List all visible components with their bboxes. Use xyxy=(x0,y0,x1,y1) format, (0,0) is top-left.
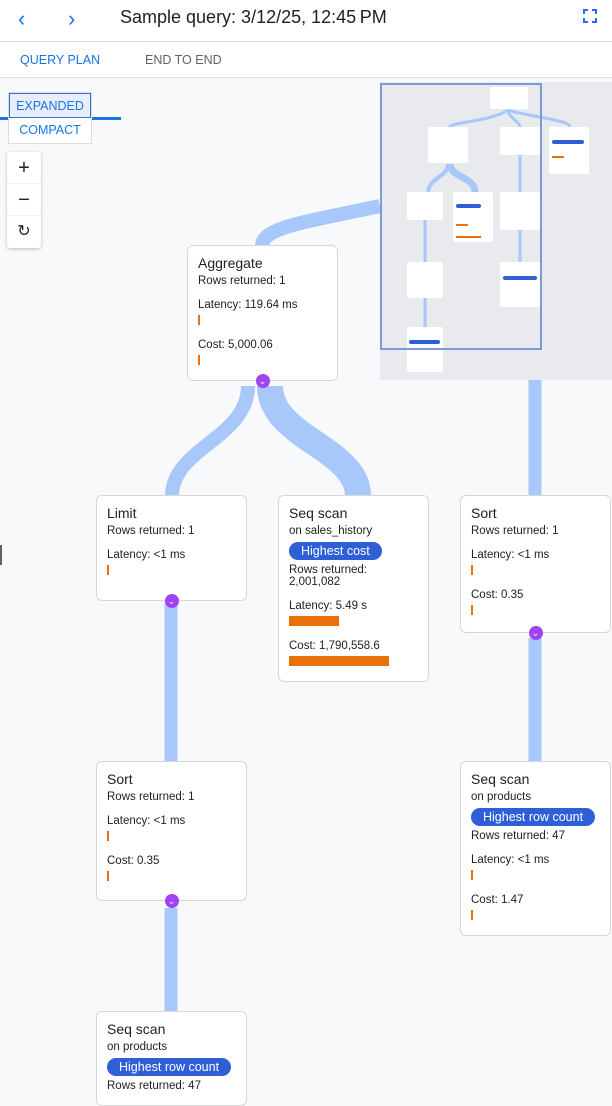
node-title: Limit xyxy=(107,505,137,521)
node-title: Seq scan xyxy=(289,505,348,521)
scroll-handle[interactable] xyxy=(0,545,2,565)
minimap-node xyxy=(549,127,589,174)
minimap-node xyxy=(407,262,443,298)
expand-chevron-icon[interactable]: ⌄ xyxy=(528,626,543,640)
node-rows-returned: Rows returned: 2,001,082 xyxy=(289,564,367,588)
reset-zoom-button[interactable]: ↻ xyxy=(17,223,31,240)
latency-bar xyxy=(471,870,473,880)
fullscreen-icon[interactable] xyxy=(583,9,597,23)
node-latency: Latency: <1 ms xyxy=(471,549,550,561)
minimap-node xyxy=(428,127,468,163)
minimap-node xyxy=(500,192,540,230)
tab-bar: QUERY PLAN END TO END xyxy=(0,42,612,120)
node-title: Seq scan xyxy=(107,1021,166,1037)
node-table: on products xyxy=(107,1041,168,1053)
node-badge: Highest row count xyxy=(471,808,596,826)
node-latency: Latency: <1 ms xyxy=(107,549,186,561)
minimap-node xyxy=(500,262,540,307)
plan-edges xyxy=(164,199,542,1012)
expand-chevron-icon[interactable]: ⌄ xyxy=(255,374,270,388)
cost-bar xyxy=(289,656,389,666)
expand-chevron-icon[interactable]: ⌄ xyxy=(164,894,179,908)
node-title: Sort xyxy=(107,771,133,787)
node-rows-returned: Rows returned: 47 xyxy=(471,830,565,842)
node-table: on sales_history xyxy=(289,525,373,537)
node-title: Sort xyxy=(471,505,497,521)
minimap-node xyxy=(407,192,443,220)
node-badge: Highest cost xyxy=(289,542,382,560)
node-title: Aggregate xyxy=(198,255,263,271)
edge-root-aggregate xyxy=(255,199,382,248)
cost-bar xyxy=(471,605,473,615)
chevron-left-icon[interactable]: ‹ xyxy=(18,6,26,31)
cost-bar xyxy=(471,910,473,920)
node-rows-returned: Rows returned: 1 xyxy=(107,791,195,803)
node-cost: Cost: 5,000.06 xyxy=(198,339,273,351)
node-table: on products xyxy=(471,791,532,803)
node-rows-returned: Rows returned: 1 xyxy=(198,275,286,287)
node-rows-returned: Rows returned: 1 xyxy=(471,525,559,537)
node-rows-returned: Rows returned: 1 xyxy=(107,525,195,537)
expand-chevron-icon[interactable]: ⌄ xyxy=(164,594,179,608)
node-cost: Cost: 1,790,558.6 xyxy=(289,640,380,652)
latency-bar xyxy=(471,565,473,575)
chevron-right-icon[interactable]: › xyxy=(68,6,76,31)
view-toggle: EXPANDED COMPACT xyxy=(8,92,92,144)
minimap-node xyxy=(500,127,540,155)
latency-bar xyxy=(107,565,109,575)
minimap-viewport[interactable] xyxy=(380,83,542,350)
node-latency: Latency: 5.49 s xyxy=(289,600,367,612)
node-latency: Latency: <1 ms xyxy=(107,815,186,827)
edge-aggregate-seqscan xyxy=(257,384,371,498)
minimap-node xyxy=(490,87,528,109)
zoom-in-button[interactable]: + xyxy=(7,152,41,184)
tab-query-plan[interactable]: QUERY PLAN xyxy=(20,53,101,67)
node-badge: Highest row count xyxy=(107,1058,232,1076)
node-latency: Latency: 119.64 ms xyxy=(198,299,298,311)
node-title: Seq scan xyxy=(471,771,530,787)
zoom-controls: + − ↻ xyxy=(7,152,41,248)
minimap-graph xyxy=(407,87,589,372)
edge-aggregate-limit xyxy=(165,385,255,497)
tab-end-to-end[interactable]: END TO END xyxy=(145,53,222,67)
header: ‹ › Sample query: 3/12/25, 12:45 PM xyxy=(0,0,612,42)
latency-bar xyxy=(289,616,339,626)
node-cost: Cost: 1.47 xyxy=(471,894,524,906)
query-plan-canvas[interactable] xyxy=(0,78,612,1103)
node-cost: Cost: 0.35 xyxy=(471,589,524,601)
latency-bar xyxy=(107,831,109,841)
node-latency: Latency: <1 ms xyxy=(471,854,550,866)
page-title: Sample query: 3/12/25, 12:45 PM xyxy=(120,7,387,27)
cost-bar xyxy=(107,871,109,881)
cost-bar xyxy=(198,355,200,365)
node-cost: Cost: 0.35 xyxy=(107,855,160,867)
zoom-out-button[interactable]: − xyxy=(7,184,41,216)
node-rows-returned: Rows returned: 47 xyxy=(107,1080,201,1092)
latency-bar xyxy=(198,315,200,325)
compact-button[interactable]: COMPACT xyxy=(19,123,81,137)
minimap[interactable] xyxy=(380,82,612,380)
expanded-button[interactable]: EXPANDED xyxy=(9,93,91,118)
